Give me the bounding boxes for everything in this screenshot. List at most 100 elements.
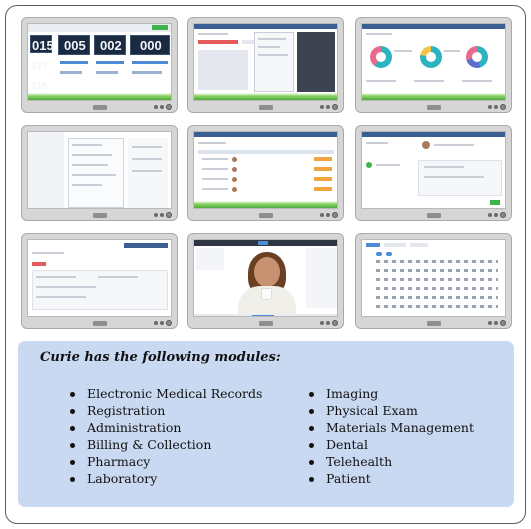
red-tab	[198, 40, 238, 44]
tile-2	[94, 35, 126, 55]
text-line	[72, 164, 108, 166]
text-line	[72, 154, 112, 156]
device-buttons	[320, 104, 338, 110]
module-item: Registration	[58, 402, 262, 419]
text-line	[36, 276, 76, 278]
save-button	[490, 200, 500, 205]
text-line	[72, 184, 102, 186]
avatar	[232, 167, 237, 172]
status-badge	[314, 167, 332, 171]
device-buttons	[488, 320, 506, 326]
lab-request-screen	[27, 239, 172, 317]
module-item: Patient	[297, 470, 474, 487]
tab	[384, 243, 406, 247]
avatar	[232, 187, 237, 192]
user-bar	[124, 243, 168, 248]
text-line	[462, 80, 492, 82]
form-dialog	[68, 138, 124, 208]
thumbnail-billing	[21, 125, 178, 221]
text-line	[132, 170, 162, 172]
app-header	[362, 132, 505, 137]
device-buttons	[154, 320, 172, 326]
count-6: 015	[31, 81, 48, 92]
donut-chart-icon	[420, 46, 442, 68]
modules-list-left: Electronic Medical Records Registration …	[58, 385, 262, 487]
dark-panel	[297, 32, 335, 92]
device-buttons	[488, 104, 506, 110]
chat-panel	[306, 248, 337, 308]
grass-footer	[362, 93, 505, 100]
table-row	[202, 158, 228, 160]
side-panel	[28, 132, 64, 208]
device-buttons	[154, 104, 172, 110]
modules-panel: Curie has the following modules: Electro…	[18, 341, 514, 507]
text-line	[366, 142, 388, 144]
text-line	[36, 286, 96, 288]
module-item: Billing & Collection	[58, 436, 262, 453]
thumbnail-registration	[187, 17, 344, 113]
teeth-row	[376, 260, 498, 263]
module-item: Administration	[58, 419, 262, 436]
teeth-row	[376, 278, 498, 281]
toolbar-button	[258, 241, 268, 245]
text-line	[198, 142, 226, 144]
patient-list-screen	[193, 131, 338, 209]
physical-exam-screen	[361, 131, 506, 209]
table-row	[202, 168, 228, 170]
status-dot	[366, 162, 372, 168]
tile-1	[58, 35, 90, 55]
count-1: 015	[32, 38, 54, 53]
count-5: 017	[31, 61, 48, 72]
count-3: 002	[100, 38, 122, 53]
teeth-row	[376, 287, 498, 290]
text-line	[258, 38, 286, 40]
active-control	[252, 315, 274, 316]
text-line	[72, 174, 116, 176]
registration-screen	[193, 23, 338, 101]
modules-title: Curie has the following modules:	[40, 350, 281, 365]
device-logo	[426, 105, 441, 110]
dashboard-screen: 015 005 002 000 017 015	[27, 23, 172, 101]
device-logo	[258, 213, 273, 218]
count-4: 000	[140, 38, 162, 53]
dashboard-status-badge	[152, 25, 168, 30]
row-bar	[96, 71, 118, 74]
table-row	[202, 188, 228, 190]
thumbnail-telehealth	[187, 233, 344, 329]
module-item: Laboratory	[58, 470, 262, 487]
grass-footer	[194, 93, 337, 100]
device-logo	[92, 213, 107, 218]
text-line	[32, 252, 64, 254]
list-panel	[128, 138, 168, 208]
text-line	[366, 80, 396, 82]
text-line	[72, 144, 102, 146]
row-bar	[96, 61, 124, 64]
module-item: Telehealth	[297, 453, 474, 470]
text-line	[258, 54, 288, 56]
device-logo	[426, 321, 441, 326]
device-logo	[92, 321, 107, 326]
text-line	[424, 176, 484, 178]
device-buttons	[488, 212, 506, 218]
text-line	[444, 50, 460, 52]
text-line	[258, 46, 280, 48]
module-item: Materials Management	[297, 419, 474, 436]
form-area	[198, 50, 248, 90]
text-line	[366, 33, 392, 35]
device-logo	[258, 105, 273, 110]
thumbnail-dashboard: 015 005 002 000 017 015	[21, 17, 178, 113]
tab-active	[366, 243, 380, 247]
teeth-row	[376, 305, 498, 308]
device-buttons	[154, 212, 172, 218]
modules-list-right: Imaging Physical Exam Materials Manageme…	[297, 385, 474, 487]
avatar	[232, 157, 237, 162]
text-line	[414, 80, 444, 82]
tab	[410, 243, 428, 247]
app-header	[194, 24, 337, 29]
module-item: Pharmacy	[58, 453, 262, 470]
donut-chart-icon	[370, 46, 392, 68]
text-line	[132, 146, 162, 148]
tile-3	[130, 35, 170, 55]
patient-card	[196, 248, 224, 270]
grass-footer	[194, 201, 337, 208]
